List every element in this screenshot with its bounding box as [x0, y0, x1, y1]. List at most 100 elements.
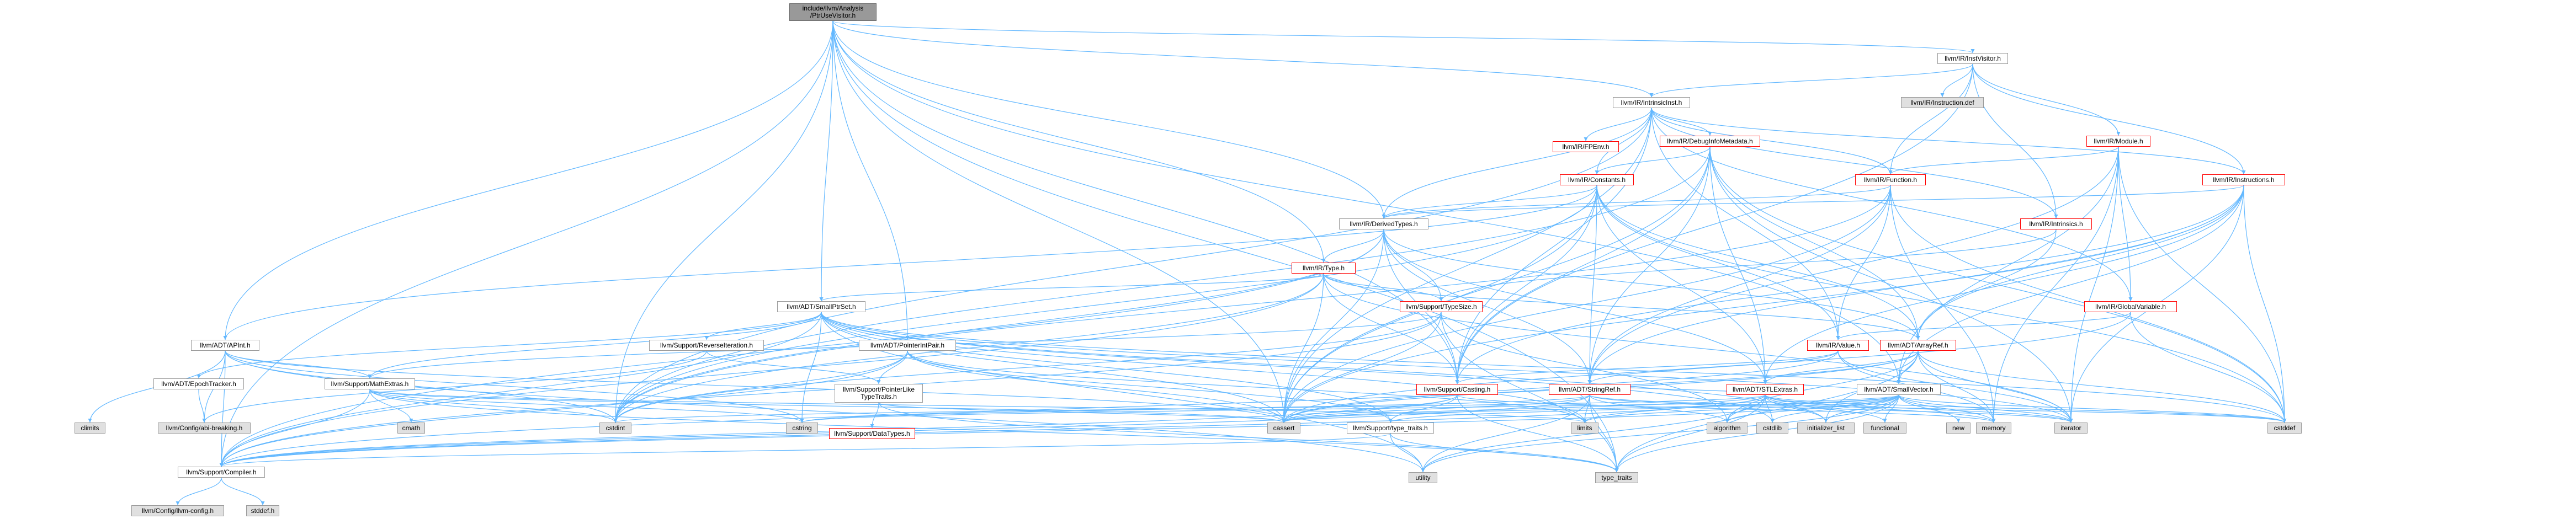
edge-arrayref-to-compiler	[219, 350, 1919, 467]
node-pointerliketypetraits-h[interactable]: llvm/Support/PointerLike TypeTraits.h	[835, 384, 923, 403]
edge-derivedtypes-to-stlextras	[1383, 229, 1767, 384]
edge-arrayref-to-type_traits	[1614, 350, 1919, 473]
edge-constants-to-stringref	[1587, 185, 1597, 384]
node-type-traits[interactable]: type_traits	[1595, 472, 1638, 483]
edge-typetraitsllvm-to-type_traits	[1390, 433, 1619, 473]
edge-root-to-intrinsicinst	[832, 20, 1654, 98]
node-instruction-def[interactable]: llvm/IR/Instruction.def	[1901, 97, 1984, 108]
node-cmath[interactable]: cmath	[397, 423, 425, 434]
node-initializer-list[interactable]: initializer_list	[1797, 423, 1855, 434]
edge-smallvector-to-utility	[1421, 394, 1899, 473]
node-stringref-h[interactable]: llvm/ADT/StringRef.h	[1549, 384, 1630, 395]
edge-smallvector-to-new	[1898, 394, 1961, 423]
edge-casting-to-type_traits	[1457, 394, 1619, 473]
edge-intrinsicinst-to-instructions	[1651, 108, 2246, 175]
node-apint-h[interactable]: llvm/ADT/APInt.h	[191, 340, 259, 351]
node-instructions-h[interactable]: llvm/IR/Instructions.h	[2202, 174, 2285, 185]
node-cstdint[interactable]: cstdint	[599, 423, 631, 434]
node-support-type-traits-h[interactable]: llvm/Support/type_traits.h	[1347, 423, 1434, 434]
node-smallptrset-h[interactable]: llvm/ADT/SmallPtrSet.h	[777, 301, 865, 312]
node-compiler-h[interactable]: llvm/Support/Compiler.h	[178, 467, 265, 478]
node-instvisitor-h[interactable]: llvm/IR/InstVisitor.h	[1937, 53, 2008, 64]
node-typesize-h[interactable]: llvm/Support/TypeSize.h	[1400, 301, 1483, 312]
edge-intrinsicinst-to-cstdint	[613, 108, 1652, 423]
edge-smallptrset-to-reverseiteration	[704, 312, 822, 340]
node-function-h[interactable]: llvm/IR/Function.h	[1855, 174, 1926, 185]
edge-typetraitsllvm-to-utility	[1390, 433, 1425, 473]
node-abi-breaking-h[interactable]: llvm/Config/abi-breaking.h	[158, 423, 251, 434]
node-stlextras-h[interactable]: llvm/ADT/STLExtras.h	[1727, 384, 1804, 395]
edge-module-to-function	[1888, 146, 2119, 175]
node-ptrusevisitor-h[interactable]: include/llvm/Analysis /PtrUseVisitor.h	[789, 3, 877, 21]
edge-pointerintpair-to-compiler	[219, 350, 908, 467]
edge-typesize-to-cstdint	[613, 312, 1442, 423]
node-limits[interactable]: limits	[1571, 423, 1598, 434]
edge-pointerintpair-to-pointerliketypetraits	[877, 350, 908, 384]
edge-smallvector-to-limits	[1582, 394, 1899, 423]
node-type-h[interactable]: llvm/IR/Type.h	[1292, 263, 1356, 274]
node-reverseiteration-h[interactable]: llvm/Support/ReverseIteration.h	[649, 340, 764, 351]
edge-globalvariable-to-cassert	[1282, 312, 2131, 423]
edge-stlextras-to-functional	[1765, 394, 1887, 423]
node-derivedtypes-h[interactable]: llvm/IR/DerivedTypes.h	[1339, 218, 1428, 229]
edge-derivedtypes-to-compiler	[219, 229, 1384, 467]
node-climits[interactable]: climits	[75, 423, 105, 434]
edge-smallptrset-to-utility	[821, 312, 1425, 473]
edge-instvisitor-to-intrinsicinst	[1649, 63, 1973, 98]
node-stddef-h[interactable]: stddef.h	[246, 505, 279, 516]
node-utility[interactable]: utility	[1409, 472, 1437, 483]
node-datatypes-h[interactable]: llvm/Support/DataTypes.h	[829, 428, 915, 439]
node-cstring[interactable]: cstring	[786, 423, 818, 434]
node-pointerintpair-h[interactable]: llvm/ADT/PointerIntPair.h	[859, 340, 956, 351]
node-cassert[interactable]: cassert	[1267, 423, 1300, 434]
edge-mathextras-to-cstdint	[369, 389, 618, 423]
edge-compiler-to-stddef	[221, 477, 265, 506]
node-llvm-config-h[interactable]: llvm/Config/llvm-config.h	[131, 505, 224, 516]
node-arrayref-h[interactable]: llvm/ADT/ArrayRef.h	[1880, 340, 1956, 351]
edge-smallptrset-to-cstddef	[821, 312, 2287, 423]
edge-derivedtypes-to-stringref	[1383, 229, 1592, 384]
edge-pointerintpair-to-typetraitsllvm	[907, 350, 1393, 423]
node-mathextras-h[interactable]: llvm/Support/MathExtras.h	[325, 378, 415, 389]
node-globalvariable-h[interactable]: llvm/IR/GlobalVariable.h	[2084, 301, 2177, 312]
edge-function-to-value	[1836, 185, 1891, 340]
node-epochtracker-h[interactable]: llvm/ADT/EpochTracker.h	[153, 378, 244, 389]
edge-value-to-casting	[1455, 350, 1839, 384]
node-constants-h[interactable]: llvm/IR/Constants.h	[1560, 174, 1634, 185]
edge-smallptrset-to-mathextras	[368, 312, 822, 379]
node-debuginfometadata-h[interactable]: llvm/IR/DebugInfoMetadata.h	[1660, 136, 1760, 147]
node-iterator[interactable]: iterator	[2054, 423, 2088, 434]
edge-arrayref-to-algorithm	[1725, 350, 1919, 423]
node-memory[interactable]: memory	[1976, 423, 2011, 434]
node-casting-h[interactable]: llvm/Support/Casting.h	[1416, 384, 1498, 395]
node-intrinsicinst-h[interactable]: llvm/IR/IntrinsicInst.h	[1613, 97, 1690, 108]
edge-stringref-to-algorithm	[1589, 394, 1729, 423]
edge-root-to-casting	[832, 20, 1459, 384]
edge-intrinsicinst-to-casting	[1455, 108, 1652, 384]
node-new[interactable]: new	[1946, 423, 1970, 434]
edge-module-to-memory	[1991, 146, 2119, 423]
edge-smallptrset-to-typetraitsllvm	[821, 312, 1393, 423]
edge-derivedtypes-to-type	[1321, 229, 1384, 263]
node-module-h[interactable]: llvm/IR/Module.h	[2086, 136, 2150, 147]
edge-instructions-to-cassert	[1282, 185, 2244, 423]
edge-root-to-smallptrset	[819, 20, 833, 302]
node-cstdlib[interactable]: cstdlib	[1756, 423, 1788, 434]
edge-stringref-to-iterator	[1589, 394, 2073, 423]
edge-smallvector-to-cstdlib	[1770, 394, 1899, 423]
edge-smallvector-to-algorithm	[1725, 394, 1899, 423]
edge-stlextras-to-cstddef	[1765, 394, 2287, 423]
node-functional[interactable]: functional	[1863, 423, 1906, 434]
edge-arrayref-to-memory	[1918, 350, 1996, 423]
edge-typesize-to-type_traits	[1441, 312, 1619, 473]
edge-smallvector-to-type_traits	[1614, 394, 1899, 473]
node-fpenv-h[interactable]: llvm/IR/FPEnv.h	[1553, 141, 1619, 152]
edge-intrinsics-to-arrayref	[1916, 229, 2057, 340]
edge-instvisitor-to-function	[1888, 63, 1973, 175]
node-value-h[interactable]: llvm/IR/Value.h	[1807, 340, 1869, 351]
node-smallvector-h[interactable]: llvm/ADT/SmallVector.h	[1857, 384, 1941, 395]
edge-debuginfometadata-to-iterator	[1709, 146, 2073, 423]
node-algorithm[interactable]: algorithm	[1707, 423, 1748, 434]
node-intrinsics-h[interactable]: llvm/IR/Intrinsics.h	[2020, 218, 2092, 229]
node-cstddef[interactable]: cstddef	[2267, 423, 2302, 434]
